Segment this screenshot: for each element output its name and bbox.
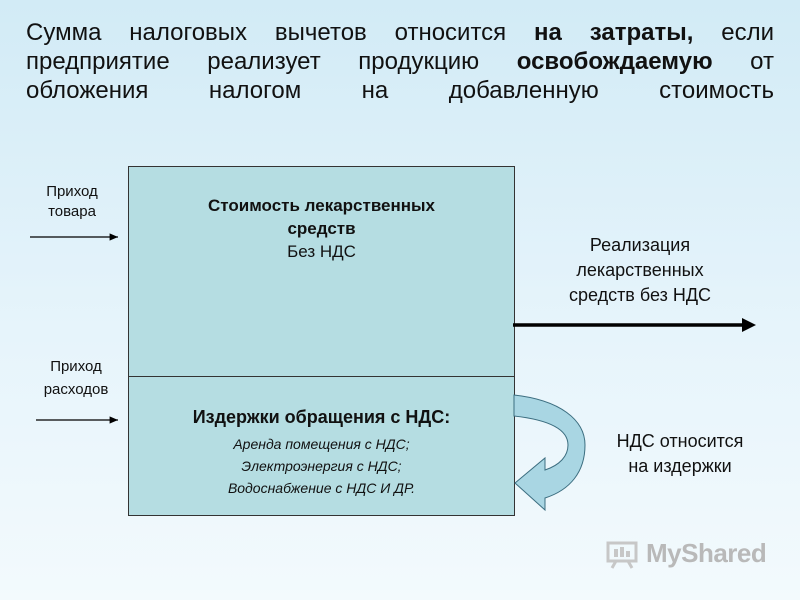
- sales-label: Реализация лекарственных средств без НДС: [568, 235, 712, 305]
- drug-cost-heading: Стоимость лекарственных средств: [207, 196, 436, 238]
- expenses-income-label: Приход расходов: [43, 358, 109, 398]
- title-emphasis-costs: на затраты,: [534, 19, 694, 46]
- vat-to-costs-label: НДС относится на издержки: [616, 431, 744, 476]
- cost-item-water: Водоснабжение с НДС И ДР.: [227, 480, 416, 496]
- title-emphasis-exempt: освобождаемую: [516, 48, 713, 75]
- slide-title: Сумма налоговых вычетов относится на зат…: [26, 19, 775, 104]
- myshared-logo: MyShared: [606, 538, 767, 569]
- sales-out-arrowhead: [742, 318, 756, 332]
- distribution-costs-box: Издержки обращения с НДС: Аренда помещен…: [128, 376, 515, 516]
- presentation-board-icon: [606, 541, 638, 569]
- logo-text: MyShared: [646, 538, 767, 568]
- cost-item-rent: Аренда помещения с НДС;: [233, 436, 410, 452]
- vat-curved-arrow: [513, 394, 586, 512]
- goods-income-label: Приход товара: [46, 183, 98, 220]
- distribution-costs-heading: Издержки обращения с НДС:: [192, 407, 451, 427]
- distribution-costs-list: Аренда помещения с НДС; Электроэнергия с…: [129, 434, 514, 498]
- drug-cost-subheading: Без НДС: [287, 242, 356, 261]
- cost-item-electricity: Электроэнергия с НДС;: [241, 458, 402, 474]
